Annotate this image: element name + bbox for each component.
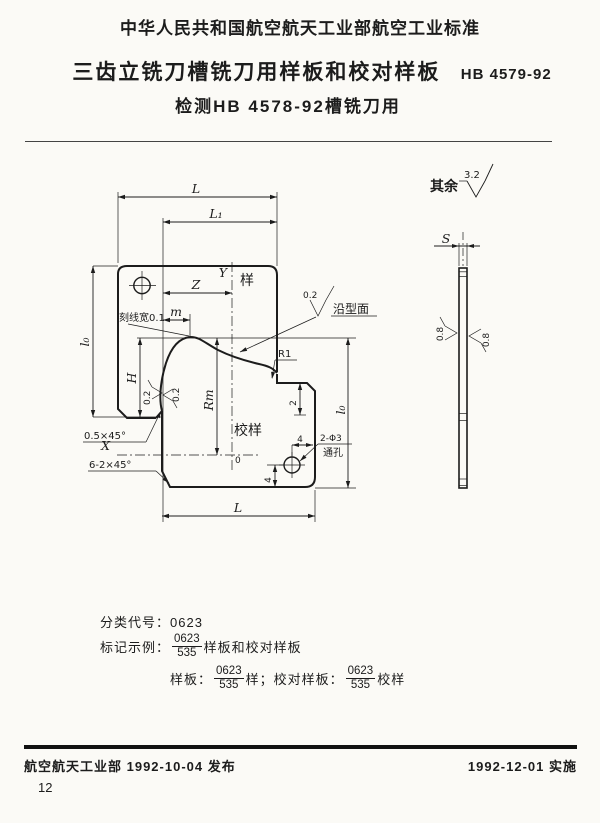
fraction-denominator: 535 bbox=[219, 679, 239, 692]
label-scribe-note: 刻线宽0.1 bbox=[119, 311, 165, 324]
label-profile-note: 沿型面 bbox=[333, 302, 369, 316]
proof-mark-suffix: 校样 bbox=[377, 672, 406, 688]
page-number: 12 bbox=[38, 780, 53, 795]
label-bowtie-left: 0.2 bbox=[143, 391, 153, 405]
label-proof: 校样 bbox=[234, 422, 262, 439]
marking-detail-line: 样板： 0623 535 样；校对样板： 0623 535 校样 bbox=[170, 665, 405, 692]
extension-lines bbox=[93, 192, 356, 522]
classification-code-label: 分类代号： bbox=[100, 615, 171, 630]
finish-right-symbol bbox=[468, 328, 482, 344]
document-title: 三齿立铣刀槽铣刀用样板和校对样板 bbox=[72, 61, 441, 84]
profile-leader bbox=[239, 316, 317, 353]
marking-example-label: 标记示例： bbox=[100, 640, 171, 656]
fraction-numerator: 0623 bbox=[214, 665, 244, 680]
label-l0-left: l₀ bbox=[77, 337, 92, 346]
label-through: 通孔 bbox=[323, 447, 343, 459]
marking-example-line: 标记示例： 0623 535 样板和校对样板 bbox=[100, 633, 302, 660]
drawing-labels: L L₁ Z m Y 样 刻线宽0.1 0.2 沿型面 0.2 0.2 H l₀… bbox=[77, 170, 492, 515]
label-Y-axis: Y bbox=[219, 265, 229, 280]
finish-profile-check bbox=[325, 285, 335, 301]
bowtie-left-check bbox=[147, 379, 153, 388]
label-chamfer-six: 6-2×45° bbox=[89, 460, 131, 471]
label-origin: 0 bbox=[235, 456, 241, 466]
document-subtitle: 检测HB 4578-92槽铣刀用 bbox=[175, 97, 401, 116]
footer-rule bbox=[24, 745, 577, 749]
label-X-axis: X bbox=[100, 438, 111, 453]
fraction-numerator: 0623 bbox=[345, 665, 376, 680]
label-2: 2 bbox=[289, 400, 299, 406]
fraction-denominator: 535 bbox=[177, 647, 197, 660]
profile-curve bbox=[159, 335, 278, 412]
side-strip bbox=[458, 267, 468, 489]
fraction-numerator: 0623 bbox=[172, 633, 202, 648]
classification-code: 0623 bbox=[170, 615, 203, 630]
bowtie-right bbox=[162, 388, 174, 402]
upper-template-outline bbox=[117, 265, 278, 419]
template-mark-suffix: 样；校对样板： bbox=[245, 672, 344, 688]
label-finish-left: 0.8 bbox=[436, 327, 446, 342]
label-Rm: Rm bbox=[201, 389, 216, 411]
document-title-row: 三齿立铣刀槽铣刀用样板和校对样板 HB 4579-92 bbox=[12, 56, 600, 86]
rest-symbol bbox=[466, 180, 486, 198]
finish-left-symbol bbox=[444, 325, 458, 341]
classification-code-line: 分类代号：0623 bbox=[100, 612, 203, 631]
label-l0-right: l₀ bbox=[333, 405, 348, 414]
proof-fraction: 0623 535 bbox=[345, 665, 376, 692]
authority-title: 中华人民共和国航空航天工业部航空工业标准 bbox=[120, 19, 480, 38]
label-4v: 4 bbox=[264, 477, 274, 483]
fraction-denominator: 535 bbox=[350, 679, 371, 692]
label-rest-value: 3.2 bbox=[464, 170, 480, 181]
label-sample: 样 bbox=[240, 273, 254, 289]
dimension-lines bbox=[90, 194, 351, 519]
label-finish-right: 0.8 bbox=[482, 333, 492, 348]
marking-example-suffix: 样板和校对样板 bbox=[203, 640, 302, 656]
template-fraction: 0623 535 bbox=[214, 665, 244, 692]
label-4h: 4 bbox=[297, 435, 303, 445]
label-H: H bbox=[124, 371, 139, 384]
finish-profile-symbol bbox=[309, 299, 327, 317]
label-R1: R1 bbox=[278, 349, 291, 360]
footer-issued: 航空航天工业部 1992-10-04 发布 bbox=[24, 759, 236, 774]
lower-template-outline bbox=[161, 374, 316, 488]
label-rest: 其余 bbox=[430, 178, 459, 195]
coordinate-axes bbox=[117, 262, 258, 470]
rest-roughness-note bbox=[459, 163, 494, 198]
label-bowtie-right: 0.2 bbox=[172, 388, 182, 402]
label-holes: 2-Φ3 bbox=[320, 434, 342, 444]
label-m: m bbox=[170, 304, 182, 319]
label-Z: Z bbox=[191, 277, 201, 292]
label-S: S bbox=[442, 231, 451, 246]
template-mark-label: 样板： bbox=[170, 672, 213, 688]
marking-fraction: 0623 535 bbox=[172, 633, 202, 660]
header-rule bbox=[25, 141, 552, 142]
scribe-leader bbox=[127, 323, 190, 337]
template-outlines bbox=[117, 265, 316, 488]
standard-number: HB 4579-92 bbox=[460, 66, 552, 83]
bowtie-right-check bbox=[172, 400, 178, 409]
label-finish-profile: 0.2 bbox=[303, 291, 317, 301]
footer-implemented: 1992-12-01 实施 bbox=[467, 759, 577, 774]
bowtie-left bbox=[151, 386, 163, 400]
label-L1: L₁ bbox=[208, 206, 222, 221]
label-L-top: L bbox=[191, 181, 200, 196]
leaders-symbols bbox=[83, 285, 377, 484]
label-chamfer-small: 0.5×45° bbox=[84, 431, 126, 442]
side-view bbox=[434, 232, 487, 489]
label-L-bottom: L bbox=[233, 500, 242, 515]
